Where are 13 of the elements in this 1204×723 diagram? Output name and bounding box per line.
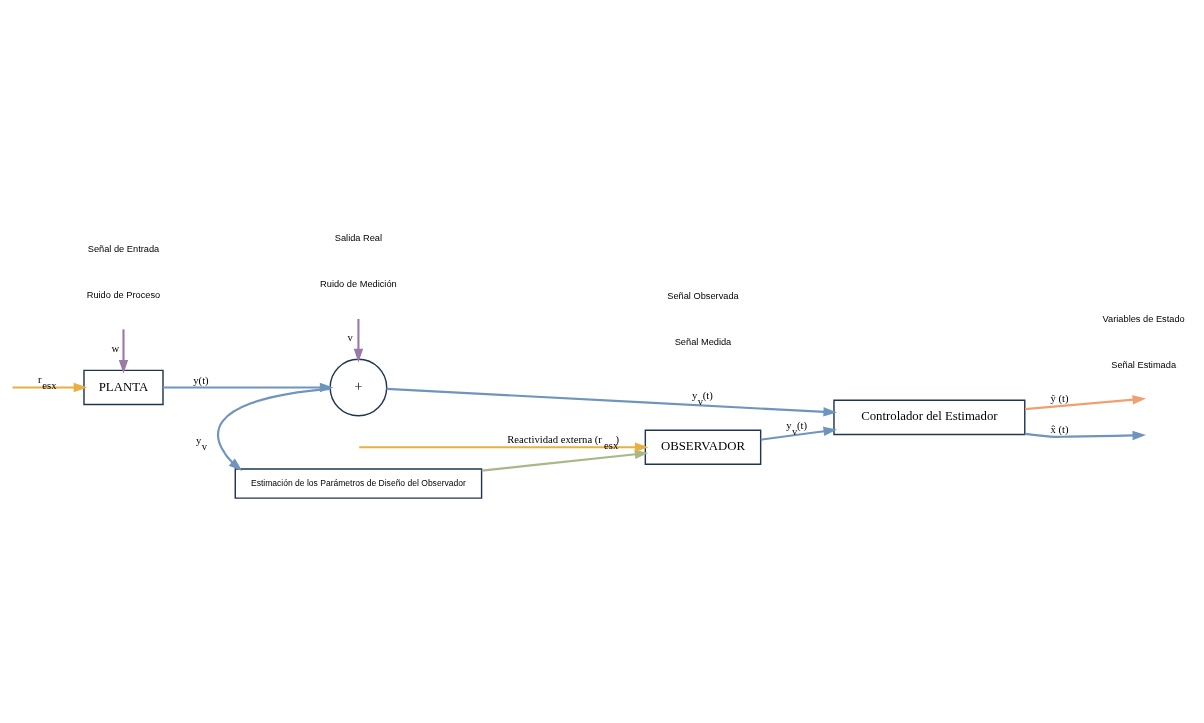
edge-label: y(t) bbox=[193, 373, 209, 386]
label: Señal Observada bbox=[667, 290, 739, 301]
label: Variables de Estado bbox=[1102, 313, 1185, 324]
label: Ruido de Proceso bbox=[86, 289, 161, 300]
label: Señal Estimada bbox=[1111, 359, 1177, 370]
edge-label: v bbox=[347, 330, 353, 343]
edge-label: ŷ (t) bbox=[1050, 391, 1069, 404]
label: Señal Medida bbox=[674, 336, 732, 347]
label: Salida Real bbox=[334, 232, 383, 243]
label: Ruido de Medición bbox=[320, 278, 397, 289]
edge-label: w bbox=[111, 341, 120, 354]
label: Señal de Entrada bbox=[87, 243, 160, 254]
edge-label: x̂ (t) bbox=[1050, 422, 1069, 435]
